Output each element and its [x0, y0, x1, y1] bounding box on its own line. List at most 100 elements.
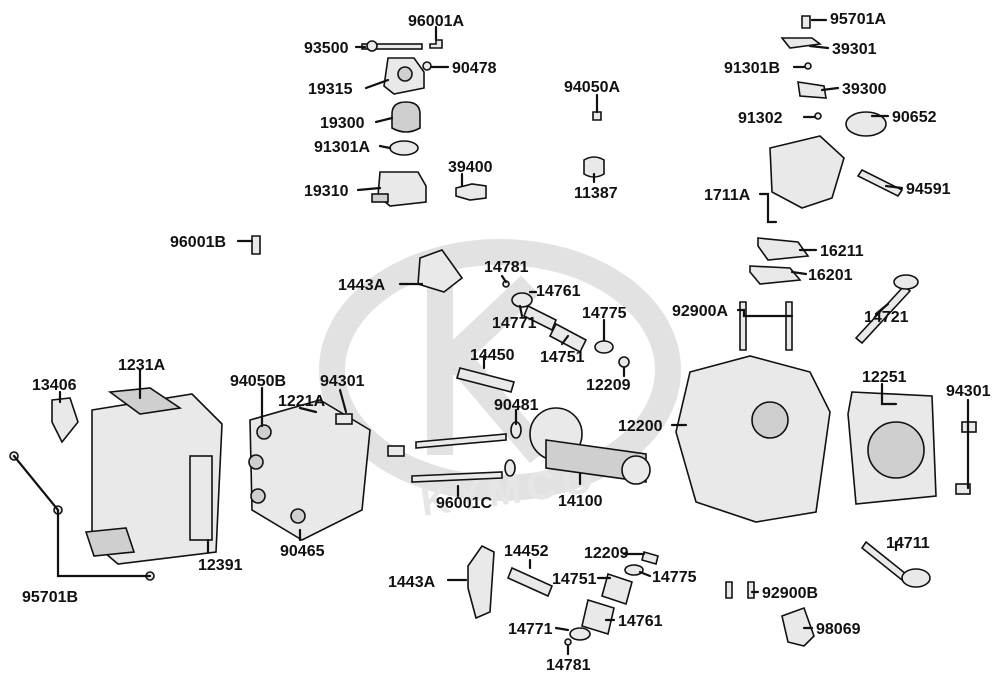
label-14711: 14711 [886, 535, 930, 552]
leader-19300 [374, 116, 394, 124]
label-12251: 12251 [862, 369, 907, 386]
label-95701B: 95701B [22, 589, 78, 606]
head-port [751, 401, 789, 439]
label-90652: 90652 [892, 109, 937, 126]
housing-nipple [371, 193, 389, 203]
leader-1221A [298, 406, 318, 414]
spring-14761-upper [522, 304, 558, 332]
leader-16201 [790, 270, 808, 276]
bracket-39301 [780, 37, 823, 49]
leader-14771-lower [554, 626, 570, 632]
o-ring-91301B [804, 62, 812, 70]
label-14771-upper: 14771 [492, 315, 537, 332]
label-11387: 11387 [574, 185, 618, 202]
leader-91301A [378, 144, 392, 150]
label-39400: 39400 [448, 159, 493, 176]
gasket-bore [867, 421, 925, 479]
label-12209-upper: 12209 [586, 377, 631, 394]
o-ring-91301A [389, 140, 419, 156]
strip-94591 [856, 168, 904, 198]
leader-14721 [874, 302, 890, 316]
washer-90481-b [504, 459, 516, 477]
label-14450: 14450 [470, 347, 515, 364]
label-95701A: 95701A [830, 11, 886, 28]
label-94591: 94591 [906, 181, 951, 198]
label-13406: 13406 [32, 377, 77, 394]
thermostat-19300 [391, 101, 421, 133]
seat-14775-upper [594, 340, 614, 354]
label-14761-upper: 14761 [536, 283, 581, 300]
cylinder-head-12200 [675, 355, 831, 523]
label-1443A-lower: 1443A [388, 574, 436, 591]
label-19310: 19310 [304, 183, 349, 200]
dowel-94301-left-b [387, 445, 405, 457]
stud-92900B [725, 581, 755, 599]
bolt-96001C-lower [411, 471, 503, 483]
dowel-94301-left [335, 413, 353, 425]
leader-12251 [880, 382, 898, 406]
label-12391: 12391 [198, 557, 243, 574]
label-19315: 19315 [308, 81, 353, 98]
label-12200: 12200 [618, 418, 663, 435]
nut-94050B-1 [256, 424, 272, 440]
label-91302: 91302 [738, 110, 783, 127]
label-96001B: 96001B [170, 234, 226, 251]
leader-39301 [808, 44, 830, 50]
label-1711A: 1711A [704, 187, 751, 204]
label-91301A: 91301A [314, 139, 370, 156]
label-19300: 19300 [320, 115, 365, 132]
leader-19315 [364, 78, 390, 90]
leader-14771-upper [518, 304, 524, 318]
clip-11387 [583, 156, 605, 178]
leader-94301-left [338, 388, 348, 414]
label-14775-upper: 14775 [582, 305, 627, 322]
cam-bearing [621, 455, 651, 485]
label-14761-lower: 14761 [618, 613, 663, 630]
dowel-94301-right-b [955, 483, 971, 495]
o-ring-91302 [814, 112, 822, 120]
label-90465: 90465 [280, 543, 325, 560]
label-96001C: 96001C [436, 495, 492, 512]
cover-port [397, 66, 413, 82]
label-14771-lower: 14771 [508, 621, 553, 638]
valve-head-14721 [893, 274, 919, 290]
label-14452: 14452 [504, 543, 549, 560]
nut-94050B-2 [248, 454, 264, 470]
cotter-14781-lower [564, 638, 572, 646]
seat-14775-lower [624, 564, 644, 576]
label-16211: 16211 [820, 243, 864, 260]
label-1231A: 1231A [118, 357, 166, 374]
label-14751-upper: 14751 [540, 349, 585, 366]
intake-manifold-1711A [769, 135, 845, 209]
spring-14751-upper [548, 322, 588, 354]
label-98069: 98069 [816, 621, 861, 638]
label-14751-lower: 14751 [552, 571, 597, 588]
bolt-96001C-upper [415, 433, 507, 449]
washer-90478 [422, 61, 432, 71]
label-12209-lower: 12209 [584, 545, 629, 562]
leader-19310 [356, 186, 382, 192]
nut-94050A [592, 111, 602, 121]
label-92900B: 92900B [762, 585, 818, 602]
leader-14751-upper [560, 334, 570, 346]
label-1443A-upper: 1443A [338, 277, 386, 294]
shaft-14450 [455, 367, 516, 393]
label-39301: 39301 [832, 41, 877, 58]
label-14781-lower: 14781 [546, 657, 591, 674]
leader-92900A [736, 308, 794, 318]
spring-14761-lower [581, 598, 615, 636]
label-91301B: 91301B [724, 60, 780, 77]
label-90481: 90481 [494, 397, 539, 414]
part-shapes [9, 15, 977, 647]
cam-holder-1221A [249, 399, 371, 541]
leader-lines [12, 18, 970, 656]
label-94050A: 94050A [564, 79, 620, 96]
part-labels: 96001A 93500 90478 19315 19300 91301A 39… [22, 11, 991, 674]
rocker-arm-1443A-lower [467, 544, 495, 620]
leader-39300 [820, 86, 840, 92]
camshaft-14100 [545, 439, 647, 483]
label-94301-left: 94301 [320, 373, 365, 390]
cover-rib [107, 387, 183, 415]
